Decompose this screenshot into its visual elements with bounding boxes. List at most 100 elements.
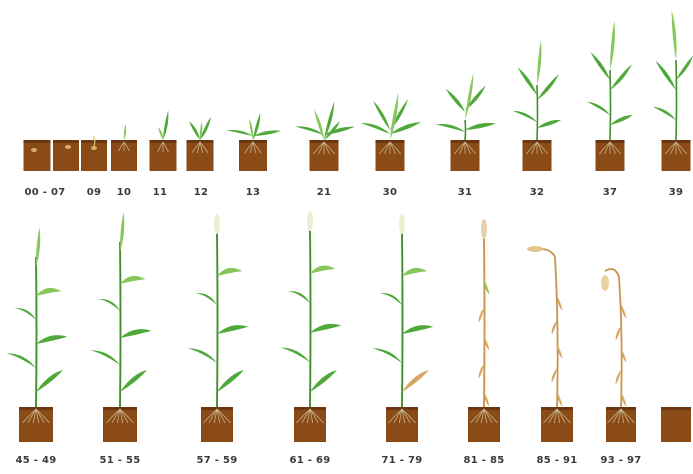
leaf bbox=[465, 123, 496, 130]
leaf bbox=[446, 89, 465, 112]
stage-label: 09 bbox=[87, 187, 102, 198]
soil-block bbox=[386, 407, 418, 442]
stage-label: 37 bbox=[603, 187, 618, 198]
stem bbox=[402, 232, 403, 407]
stem bbox=[310, 229, 311, 407]
seed-head bbox=[481, 219, 487, 239]
leaf bbox=[552, 320, 557, 335]
soil-block bbox=[187, 140, 214, 171]
stage-label: 12 bbox=[194, 187, 209, 198]
soil-block bbox=[468, 407, 500, 442]
soil-surface bbox=[81, 140, 107, 143]
plant-stage-row2-7 bbox=[601, 269, 636, 442]
soil-block bbox=[19, 407, 53, 442]
leaf bbox=[590, 52, 610, 80]
leaf bbox=[310, 266, 335, 274]
leaf bbox=[436, 124, 465, 132]
leaf bbox=[36, 370, 63, 392]
leaf bbox=[217, 268, 242, 276]
leaf bbox=[120, 276, 145, 284]
leaf bbox=[253, 130, 281, 136]
leaf bbox=[36, 288, 61, 296]
leaf bbox=[6, 353, 36, 368]
leaf bbox=[189, 121, 200, 140]
plant-stage-4 bbox=[150, 110, 177, 171]
soil-surface bbox=[24, 140, 51, 143]
plant-stage-7 bbox=[295, 101, 355, 171]
plant-stage-row2-8 bbox=[661, 407, 691, 442]
seed-head bbox=[399, 214, 405, 234]
seed bbox=[91, 146, 97, 150]
leaf bbox=[90, 350, 120, 365]
leaf bbox=[187, 348, 217, 363]
leaf bbox=[512, 111, 537, 122]
soil-block bbox=[201, 407, 233, 442]
leaf bbox=[314, 110, 324, 140]
leaf bbox=[537, 74, 559, 100]
plant-stage-1 bbox=[53, 140, 79, 171]
stage-label: 71 - 79 bbox=[381, 455, 422, 466]
stage-label: 39 bbox=[669, 187, 684, 198]
stem bbox=[36, 257, 37, 407]
plant-stage-2 bbox=[81, 136, 107, 171]
seed bbox=[31, 148, 37, 152]
plant-stage-12 bbox=[653, 10, 693, 171]
stem bbox=[484, 237, 485, 407]
stem bbox=[465, 120, 466, 140]
stage-label: 81 - 85 bbox=[463, 455, 504, 466]
leaf bbox=[13, 308, 36, 320]
soil-block bbox=[103, 407, 137, 442]
plant-stage-8 bbox=[361, 93, 422, 171]
stage-label: 45 - 49 bbox=[15, 455, 56, 466]
plant-stage-0 bbox=[24, 140, 51, 171]
leaf bbox=[249, 118, 253, 140]
leaf bbox=[253, 113, 260, 140]
stage-label: 11 bbox=[153, 187, 168, 198]
leaf bbox=[616, 370, 621, 385]
plant-stage-row2-3 bbox=[280, 211, 341, 442]
soil-surface bbox=[53, 140, 79, 143]
leaf bbox=[552, 368, 557, 383]
stage-label: 57 - 59 bbox=[196, 455, 237, 466]
stem bbox=[676, 60, 677, 140]
soil-block bbox=[53, 140, 79, 171]
leaf bbox=[280, 348, 310, 363]
leaf bbox=[217, 370, 244, 392]
stem bbox=[120, 242, 121, 407]
leaf bbox=[36, 227, 40, 267]
plant-stage-row2-2 bbox=[187, 214, 248, 442]
leaf bbox=[517, 67, 537, 95]
leaf bbox=[537, 40, 541, 85]
leaf bbox=[587, 102, 610, 115]
leaf bbox=[402, 268, 427, 276]
plant-stage-6 bbox=[227, 113, 282, 171]
plant-stage-row2-1 bbox=[90, 212, 151, 442]
stem bbox=[541, 249, 558, 407]
seed-head bbox=[307, 211, 313, 231]
stage-label: 93 - 97 bbox=[600, 455, 641, 466]
seed bbox=[65, 145, 71, 149]
leaf bbox=[227, 130, 253, 136]
leaf bbox=[402, 370, 429, 392]
leaf bbox=[537, 120, 561, 128]
soil-block bbox=[294, 407, 326, 442]
stage-label: 10 bbox=[117, 187, 132, 198]
leaf bbox=[217, 325, 249, 334]
seed-head bbox=[214, 214, 220, 234]
plant-stage-row2-6 bbox=[527, 246, 573, 442]
stage-label: 51 - 55 bbox=[99, 455, 140, 466]
soil-block bbox=[606, 407, 636, 442]
seed-head bbox=[601, 275, 609, 291]
seed-head bbox=[527, 246, 543, 252]
stage-label: 31 bbox=[458, 187, 473, 198]
plant-stage-row2-4 bbox=[372, 214, 433, 442]
leaf bbox=[310, 324, 342, 333]
leaf bbox=[287, 291, 310, 303]
plant-stage-row2-0 bbox=[6, 227, 67, 442]
stage-label: 21 bbox=[317, 187, 332, 198]
leaf bbox=[158, 127, 163, 140]
stem bbox=[605, 269, 622, 407]
leaf bbox=[361, 123, 390, 134]
